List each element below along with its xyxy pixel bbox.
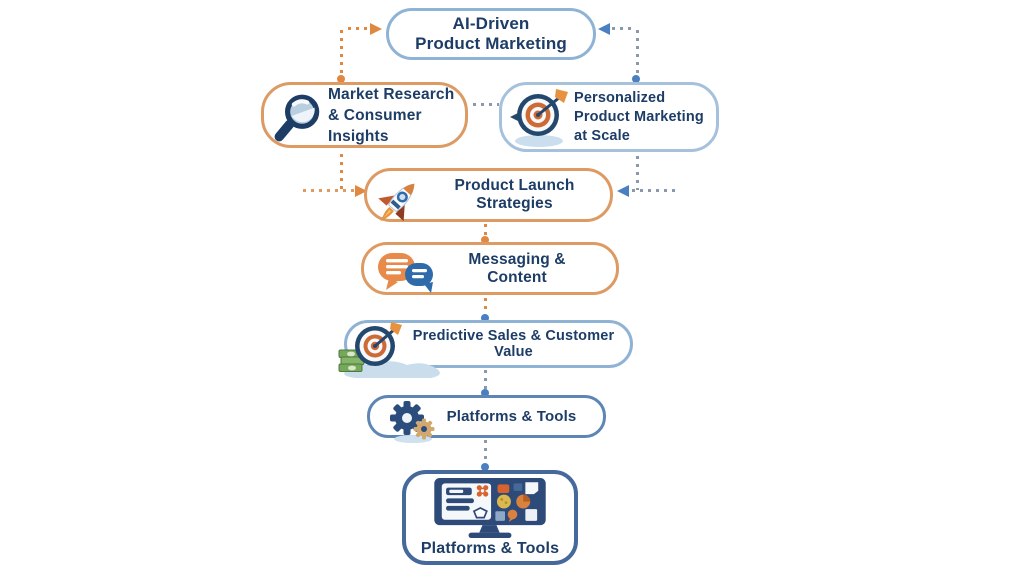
- node-label: Product Launch Strategies: [454, 177, 575, 212]
- label-line-3: at Scale: [574, 127, 631, 144]
- connector-market-to-ai: [348, 27, 370, 30]
- node-personalized-marketing: Personalized Product Marketing at Scale: [499, 82, 719, 152]
- connector-right-into-launch: [632, 189, 676, 192]
- node-label: Platforms & Tools: [446, 408, 577, 425]
- magnifier-icon: [274, 94, 320, 142]
- chat-bubbles-icon: [378, 253, 433, 293]
- connector-personalized-to-ai: [612, 27, 636, 30]
- endpoint-messaging-top: [481, 236, 489, 244]
- node-dashboard-platforms-tools: Platforms & Tools: [402, 470, 578, 565]
- connector-predictive-platforms: [484, 370, 487, 390]
- node-label: Messaging & Content: [468, 250, 566, 286]
- flower-icon: [476, 485, 489, 497]
- endpoint-personalized-top: [632, 75, 640, 83]
- rocket-icon: [378, 183, 415, 222]
- label-line-2: Product Marketing: [574, 108, 704, 125]
- endpoint-market-top: [337, 75, 345, 83]
- node-label: Predictive Sales & Customer Value: [412, 328, 615, 360]
- gears-icon: [390, 401, 435, 443]
- node-market-research: Market Research & Consumer Insights: [261, 82, 468, 148]
- label-line-1: Personalized: [574, 89, 666, 106]
- arrowhead-into-ai-left: [370, 23, 382, 35]
- arrowhead-into-launch-right: [617, 185, 629, 197]
- node-label: Platforms & Tools: [420, 540, 560, 557]
- connector-left-into-launch: [303, 189, 355, 192]
- label-line-1: Market Research: [328, 85, 455, 103]
- node-predictive-sales: Predictive Sales & Customer Value: [338, 320, 633, 378]
- endpoint-dashboard-top: [481, 463, 489, 471]
- connector-market-down: [340, 154, 343, 190]
- title-line-2: Product Marketing: [415, 34, 567, 53]
- node-title: AI-Driven Product Marketing: [415, 14, 567, 54]
- connector-launch-messaging: [484, 224, 487, 239]
- connector-market-up: [340, 30, 343, 78]
- arrowhead-into-ai-right: [598, 23, 610, 35]
- connector-platforms-dashboard: [484, 440, 487, 464]
- node-label: Personalized Product Marketing at Scale: [574, 89, 704, 146]
- connector-messaging-predictive: [484, 298, 487, 314]
- title-line-1: AI-Driven: [452, 14, 530, 33]
- connector-market-personalized: [473, 103, 499, 106]
- node-label: Market Research & Consumer Insights: [328, 84, 465, 147]
- target-dart-icon: [510, 89, 568, 147]
- node-platforms-tools: Platforms & Tools: [367, 395, 606, 443]
- connector-personalized-down: [636, 156, 639, 190]
- node-ai-driven-product-marketing: AI-Driven Product Marketing: [386, 8, 596, 60]
- label-line-2: & Consumer Insights: [328, 106, 422, 145]
- monitor-dashboard-icon: [434, 478, 546, 538]
- endpoint-platforms-top: [481, 389, 489, 397]
- target-money-icon: [338, 322, 440, 378]
- connector-personalized-up: [636, 30, 639, 78]
- node-messaging-content: Messaging & Content: [361, 242, 619, 295]
- node-product-launch-strategies: Product Launch Strategies: [364, 168, 613, 222]
- endpoint-predictive-top: [481, 314, 489, 322]
